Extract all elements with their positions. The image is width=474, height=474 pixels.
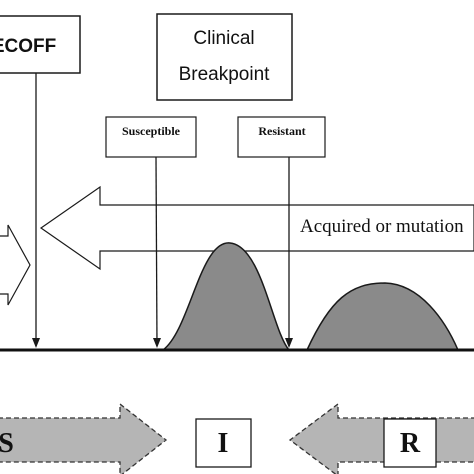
left-edge-arrow [0, 224, 31, 306]
resistant-box [237, 116, 326, 158]
r-label: R [400, 428, 421, 459]
ecoff-arrow-head [32, 338, 40, 348]
susceptible-label: Susceptible [122, 124, 181, 138]
clinical-label: Clinical [193, 28, 254, 49]
ecoff-box [0, 15, 81, 74]
susceptible-arrow [155, 156, 158, 347]
resistant-distribution [305, 282, 460, 351]
s-arrow [0, 402, 168, 474]
r-box [383, 418, 437, 468]
s-label: S [0, 428, 14, 459]
clinical-breakpoint-box [156, 13, 293, 101]
i-box [195, 418, 252, 468]
wild-type-distribution [160, 242, 291, 351]
susceptible-arrow-head [153, 338, 161, 348]
i-label: I [218, 428, 229, 459]
susceptible-box [105, 116, 197, 158]
resistant-label: Resistant [258, 124, 305, 138]
ecoff-label: ECOFF [0, 36, 56, 57]
acquired-label: Acquired or mutation [300, 216, 464, 237]
breakpoint-label: Breakpoint [179, 64, 271, 85]
r-arrow [288, 402, 474, 474]
resistant-arrow-head [285, 338, 293, 348]
acquired-arrow [39, 185, 474, 271]
